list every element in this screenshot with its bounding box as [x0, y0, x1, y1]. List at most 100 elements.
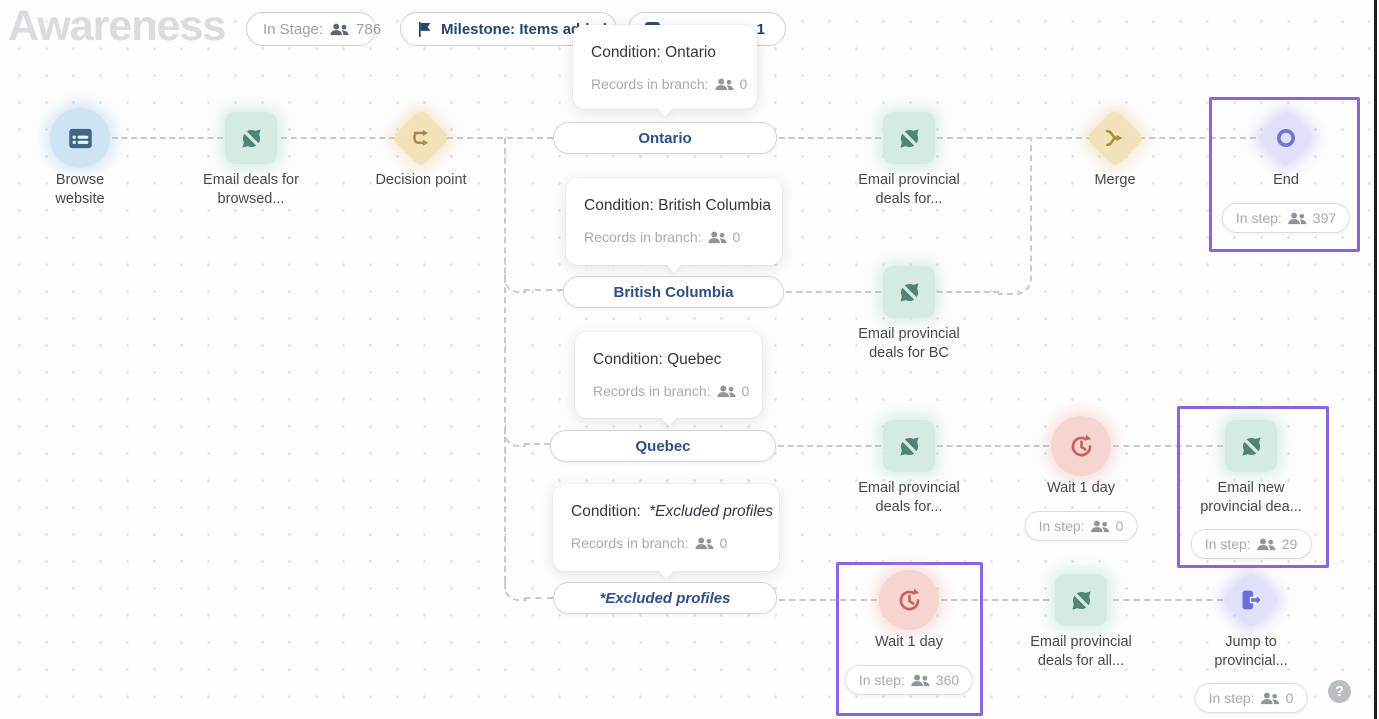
in-step-label: In step: [1235, 210, 1282, 226]
node-email-new-provincial[interactable] [1225, 420, 1277, 472]
in-step-count: 0 [1285, 690, 1294, 706]
people-icon [911, 674, 930, 687]
tooltip-notch [657, 100, 673, 117]
condition-records: Records in branch: 0 [584, 229, 741, 245]
connector-merge-corner [998, 138, 1032, 295]
tooltip-notch [666, 256, 682, 273]
merge-arrows-icon [1102, 125, 1128, 151]
page-title: Awareness [8, 2, 226, 50]
people-icon [715, 78, 734, 91]
condition-card-excluded: Condition: *Excluded profiles Records in… [553, 484, 779, 579]
tooltip-condition-ontario: Condition: Ontario Records in branch: 0 [573, 25, 757, 117]
milestone-label: Milestone: Items added [441, 20, 607, 38]
tooltip-notch [660, 409, 677, 426]
node-email-provincial-1[interactable] [883, 112, 935, 164]
connector-corner [504, 424, 526, 447]
connector [524, 597, 553, 599]
in-step-count: 0 [1115, 518, 1124, 534]
branch-pill-quebec[interactable]: Quebec [550, 430, 776, 462]
condition-card-quebec: Condition: Quebec Records in branch: 0 [575, 332, 762, 426]
help-button[interactable]: ? [1328, 680, 1351, 703]
condition-card-bc: Condition: British Columbia Records in b… [566, 178, 782, 273]
people-icon [1288, 212, 1307, 225]
node-wait-1-day-b[interactable] [879, 570, 939, 630]
connector-corner [504, 270, 526, 293]
in-step-count: 397 [1312, 210, 1337, 226]
node-label-wait-1-day-b: Wait 1 day [875, 634, 943, 650]
window-right-edge [1374, 0, 1377, 719]
node-email-provincial-2[interactable] [883, 420, 935, 472]
in-stage-count: 786 [356, 20, 382, 38]
in-step-badge-wait-b: In step: 360 [844, 665, 974, 695]
branch-arrows-icon [408, 125, 434, 151]
connector [1113, 599, 1223, 601]
node-decision-point[interactable] [391, 108, 451, 168]
node-email-provincial-bc[interactable] [883, 266, 935, 318]
connector-branch-trunk [504, 138, 506, 582]
connector [524, 289, 563, 291]
connector [941, 599, 1049, 601]
people-icon [1261, 692, 1280, 705]
node-label-end: End [1273, 172, 1299, 188]
flag-icon [417, 21, 432, 38]
hidden-pill-count: 1 [756, 20, 765, 38]
branch-label-bc: British Columbia [613, 283, 734, 301]
tooltip-notch [658, 562, 674, 579]
clock-history-icon [1068, 433, 1095, 460]
in-step-badge-jump: In step: 0 [1194, 683, 1308, 713]
in-step-label: In step: [1208, 690, 1255, 706]
connector [786, 291, 881, 293]
in-step-label: In step: [1038, 518, 1085, 534]
send-email-icon [238, 125, 265, 152]
connector-corner [504, 578, 526, 601]
connector [1113, 445, 1223, 447]
connector [779, 599, 877, 601]
node-email-provincial-all[interactable] [1055, 574, 1107, 626]
connector [524, 443, 550, 445]
in-stage-pill[interactable]: In Stage: 786 [246, 12, 381, 46]
people-icon [1257, 538, 1276, 551]
connector [447, 137, 553, 139]
in-step-label: In step: [1204, 536, 1251, 552]
node-email-deals-browsed[interactable] [225, 112, 277, 164]
node-merge[interactable] [1085, 108, 1145, 168]
node-wait-1-day-a[interactable] [1051, 416, 1111, 476]
send-email-icon [896, 433, 923, 460]
branch-pill-excluded[interactable]: *Excluded profiles [553, 582, 777, 614]
jump-exit-icon [1238, 587, 1264, 613]
people-icon [1091, 520, 1110, 533]
send-email-icon [896, 279, 923, 306]
node-label-decision-point: Decision point [375, 172, 467, 188]
in-step-badge-wait-a: In step: 0 [1024, 511, 1138, 541]
people-icon [717, 385, 736, 398]
in-step-count: 29 [1281, 536, 1298, 552]
highlight-box-email-new [1177, 406, 1329, 568]
connector [1139, 137, 1256, 139]
condition-title: Condition: *Excluded profiles [571, 503, 774, 520]
condition-title: Condition: Quebec [593, 351, 722, 368]
send-email-icon [896, 125, 923, 152]
people-icon [330, 23, 349, 36]
node-browse-website[interactable] [50, 108, 110, 168]
branch-label-quebec: Quebec [635, 437, 691, 455]
branch-label-ontario: Ontario [638, 129, 692, 147]
in-step-label: In step: [858, 672, 905, 688]
branch-pill-bc[interactable]: British Columbia [563, 276, 784, 308]
connector [937, 445, 1049, 447]
people-icon [695, 537, 714, 550]
branch-pill-ontario[interactable]: Ontario [553, 122, 777, 154]
highlight-box-wait [836, 562, 983, 716]
tooltip-title: Condition: Ontario [591, 44, 716, 61]
node-label-wait-1-day-a: Wait 1 day [1047, 480, 1115, 496]
question-mark-icon: ? [1334, 683, 1345, 700]
node-jump-to-provincial[interactable] [1221, 570, 1281, 630]
condition-title: Condition: British Columbia [584, 197, 771, 214]
connector [281, 137, 395, 139]
in-step-badge-email-new: In step: 29 [1190, 529, 1312, 559]
tooltip-records: Records in branch: 0 [591, 76, 748, 92]
